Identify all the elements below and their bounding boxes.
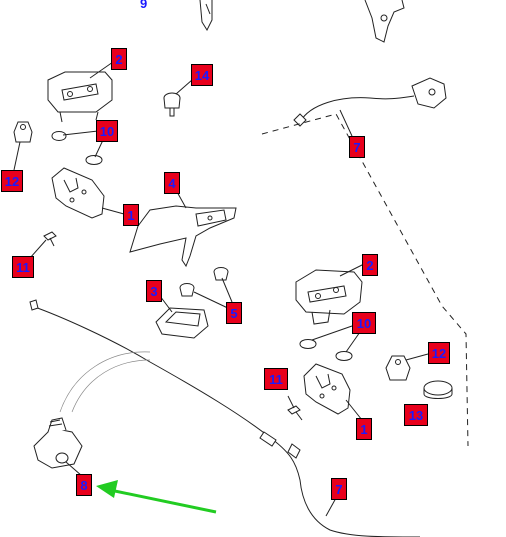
top-handle-part [364,0,405,43]
release-lever-8 [33,417,83,469]
callout-2-right-latch[interactable]: 2 [362,254,378,276]
leader-line [89,61,114,79]
callout-11-right-bolt[interactable]: 11 [264,368,288,390]
right-striker-1 [303,363,351,415]
callout-7-upper-cable[interactable]: 7 [349,136,365,158]
callout-4-bracket[interactable]: 4 [164,172,180,194]
callout-1-right-striker[interactable]: 1 [356,418,372,440]
cap-13 [423,380,453,399]
upper-latch-part [47,71,113,123]
right-bumper-12 [385,355,411,381]
main-release-cable [29,299,421,537]
callout-13-cap[interactable]: 13 [404,404,428,426]
cover-3 [155,307,209,339]
callout-2-upper-latch[interactable]: 2 [111,48,127,70]
callout-12-right-bumper[interactable]: 12 [428,342,450,364]
callout-10-left-grommet[interactable]: 10 [96,120,118,142]
left-bolt-11 [43,231,57,247]
callout-5-grommets[interactable]: 5 [226,302,242,324]
left-bumper-12 [13,121,33,143]
right-bolt-11 [287,405,303,421]
callout-10-right-grommet[interactable]: 10 [352,312,376,334]
grommets-5 [179,267,229,297]
callout-3-cover[interactable]: 3 [146,280,162,302]
dashed-outline [261,113,469,447]
callout-11-left-bolt[interactable]: 11 [12,256,34,278]
bracket-4 [129,205,237,268]
cut-off-callout-label: 9 [140,0,148,11]
right-latch-2 [295,269,363,325]
highlight-arrow [96,480,217,514]
upper-cable-7 [293,77,447,127]
left-grommets-10 [51,131,103,165]
right-grommets-10 [299,339,353,361]
callout-7-main-cable[interactable]: 7 [331,478,347,500]
left-striker-1 [51,167,105,219]
callout-14-bumper[interactable]: 14 [191,64,213,86]
bumper-part [163,92,181,117]
callout-1-left-striker[interactable]: 1 [123,204,139,226]
callout-12-left-bumper[interactable]: 12 [1,170,23,192]
top-bracket-part [199,0,213,32]
callout-8-release-lever[interactable]: 8 [76,474,92,496]
